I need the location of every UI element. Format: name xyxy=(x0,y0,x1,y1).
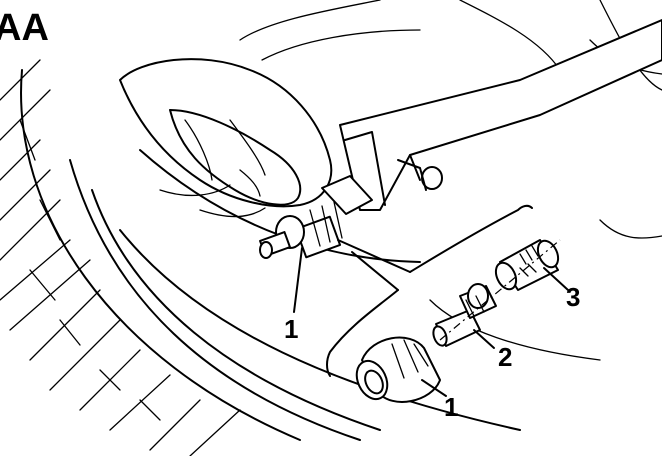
callout-label-core: 2 xyxy=(498,342,512,372)
exploded-valve-filter xyxy=(494,239,560,291)
exploded-valve-core xyxy=(432,283,497,347)
figure-corner-label: AA xyxy=(0,7,49,49)
assembly-axis-line xyxy=(439,239,561,341)
callout-leaders xyxy=(293,247,569,397)
hand-holding-valve xyxy=(119,58,333,218)
tire-tread-hatching xyxy=(0,59,241,457)
valve-stem-installed xyxy=(259,175,373,259)
exploded-view-bracket xyxy=(326,204,533,377)
callout-label-filter: 3 xyxy=(566,282,580,312)
callout-label-cap-installed: 1 xyxy=(284,314,298,344)
exploded-valve-cap xyxy=(355,336,441,403)
callout-label-cap: 1 xyxy=(444,392,458,422)
valve-tool-arm xyxy=(339,19,662,211)
